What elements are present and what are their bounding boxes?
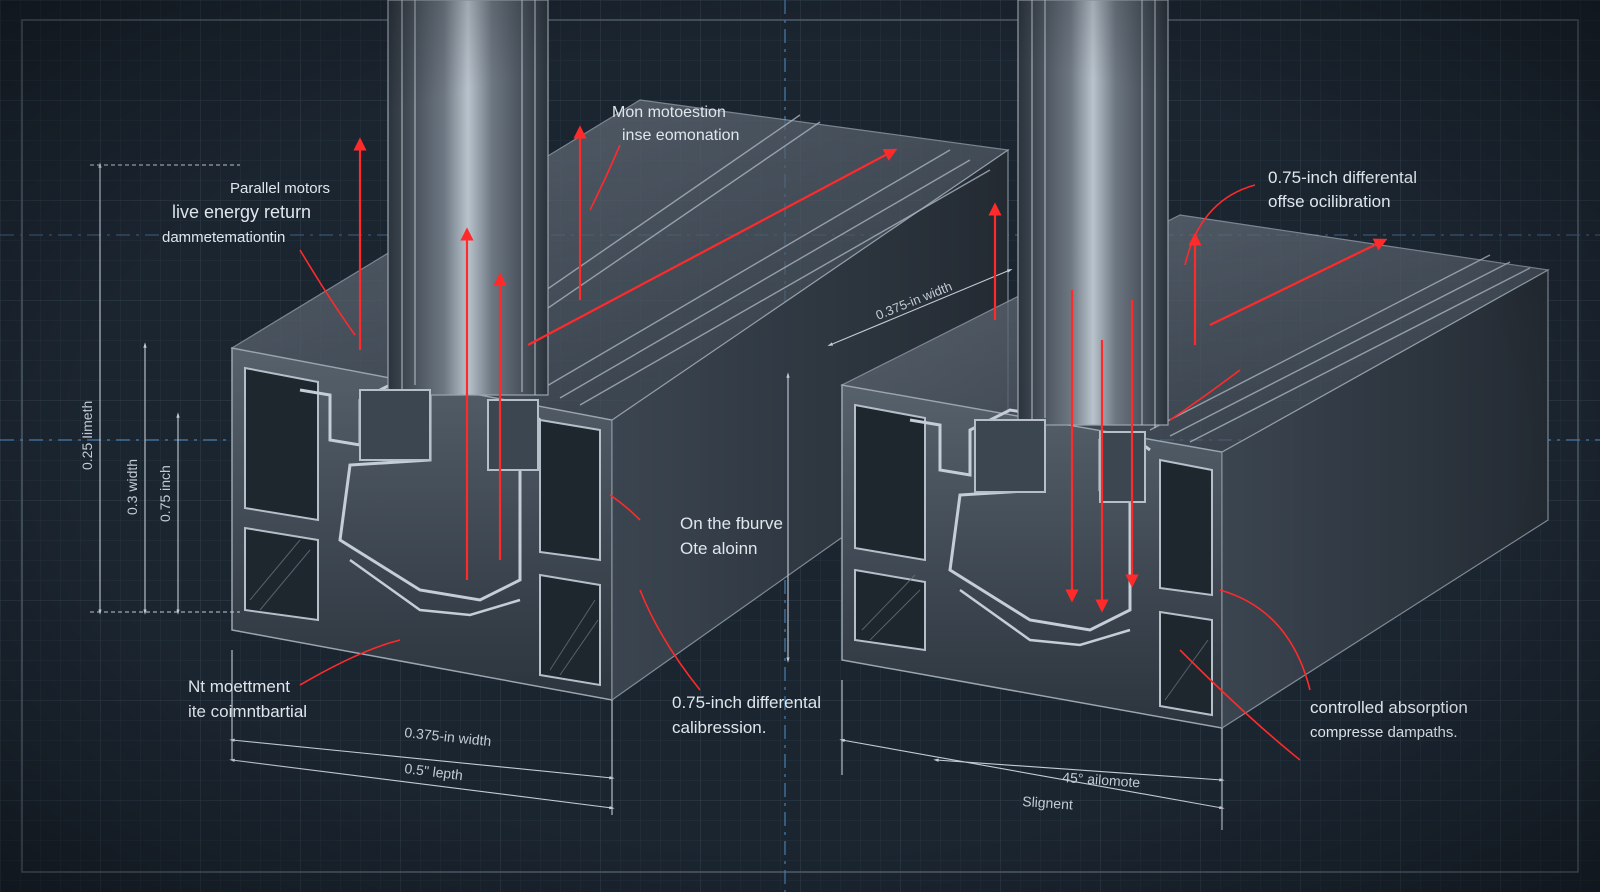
callout-damping-line: dammetemationtin xyxy=(162,229,285,246)
callout-absorption-line2: compresse dampaths. xyxy=(1310,724,1458,741)
callout-differential-line2: calibression. xyxy=(672,718,767,737)
right-vertical-tube xyxy=(1017,0,1169,426)
callout-right-differential-line2: offse ocilibration xyxy=(1268,192,1391,211)
callout-motion-line2: inse eomonation xyxy=(622,127,739,144)
dim-outer-height: 0.25 Iimeth xyxy=(79,401,95,470)
callout-right-differential-line1: 0.75-inch differental xyxy=(1268,168,1417,187)
callout-treatment-line1: Nt moettment xyxy=(188,677,290,696)
dim-inner-height: 0.75 inch xyxy=(157,465,173,522)
callout-live-energy: live energy return xyxy=(172,202,311,222)
callout-parallel-motors: Parallel motors xyxy=(230,180,330,197)
callout-fburve-line1: On the fburve xyxy=(680,514,783,533)
callout-fburve-line2: Ote aloinn xyxy=(680,539,758,558)
dim-mid-height: 0.3 width xyxy=(124,459,140,515)
callout-absorption-line1: controlled absorption xyxy=(1310,698,1468,717)
callout-motion-line1: Mon motoestion xyxy=(612,104,726,121)
callout-differential-line1: 0.75-inch differental xyxy=(672,693,821,712)
callout-treatment-line2: ite coimntbartial xyxy=(188,702,307,721)
